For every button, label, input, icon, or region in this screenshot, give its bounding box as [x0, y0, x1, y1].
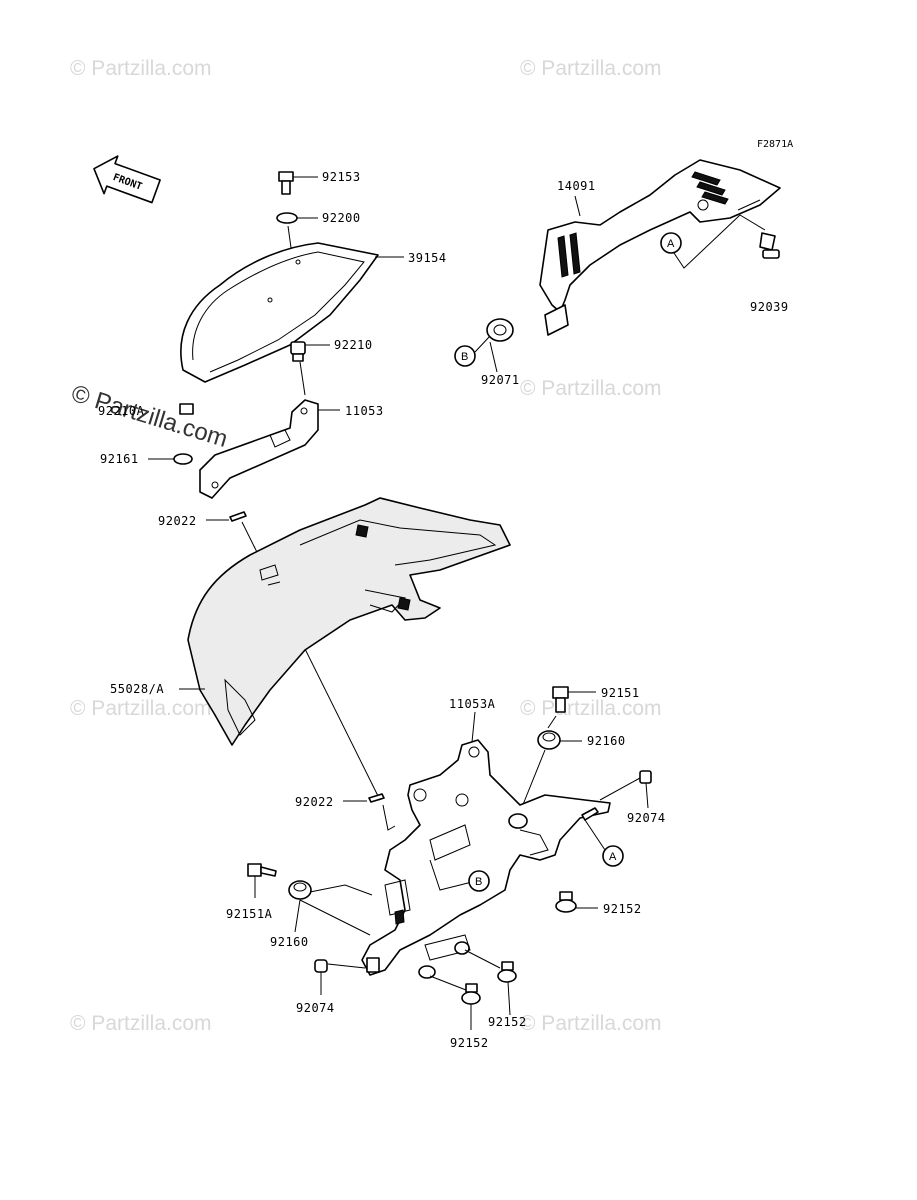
label-92160-low: 92160 [270, 935, 309, 949]
front-arrow-icon: FRONT [93, 155, 161, 204]
label-92210: 92210 [334, 338, 373, 352]
part-92152-bolt-mid [497, 961, 517, 983]
label-92152-right: 92152 [603, 902, 642, 916]
watermark-dark: © Partzilla.com [68, 380, 231, 453]
callout-a-top [660, 232, 682, 254]
callout-a-low-label: A [609, 851, 617, 863]
part-11053a-stay [361, 739, 611, 979]
part-92200-washer [276, 212, 298, 224]
label-92022-top: 92022 [158, 514, 197, 528]
label-92071: 92071 [481, 373, 520, 387]
watermark-mid-left: © Partzilla.com [70, 697, 212, 720]
label-92022-low: 92022 [295, 795, 334, 809]
part-92210-grommet [290, 341, 306, 362]
watermark-bottom-left: © Partzilla.com [70, 1012, 212, 1035]
figure-code: F2871A [757, 139, 793, 150]
watermark-top-left: © Partzilla.com [70, 57, 212, 80]
label-92151a: 92151A [226, 907, 273, 921]
part-92039-bolt [759, 232, 780, 259]
label-92151: 92151 [601, 686, 640, 700]
part-39154-windshield [180, 242, 379, 383]
part-92160-grommet-top [537, 730, 561, 750]
part-92074-nut-right [639, 770, 652, 784]
part-55028a-upper-cowl [187, 497, 511, 746]
part-92071-grommet [486, 318, 514, 342]
label-92074-low: 92074 [296, 1001, 335, 1015]
label-92161: 92161 [100, 452, 139, 466]
watermark-top-right: © Partzilla.com [520, 57, 662, 80]
callout-b-low [468, 870, 490, 892]
callout-a-top-label: A [667, 238, 675, 250]
part-92161-washer [173, 453, 193, 465]
label-92039: 92039 [750, 300, 789, 314]
watermark-mid-right-2: © Partzilla.com [520, 697, 662, 720]
label-92160-top: 92160 [587, 734, 626, 748]
part-14091-cover [539, 159, 781, 336]
part-92074-nut-low [314, 959, 328, 973]
part-92151-bolt-top [552, 686, 569, 713]
part-92210a-grommet [179, 403, 194, 415]
callout-b-top-label: B [461, 351, 468, 363]
label-92074-right: 92074 [627, 811, 666, 825]
label-14091: 14091 [557, 179, 596, 193]
label-92153: 92153 [322, 170, 361, 184]
label-92210a: 92210A [98, 404, 145, 418]
part-92151a-bolt [247, 863, 277, 877]
label-92152-mid: 92152 [488, 1015, 527, 1029]
part-92160-grommet-low [288, 880, 312, 900]
part-92152-bolt-right [555, 891, 577, 913]
part-92022-clip-top [229, 511, 247, 522]
part-11053-bracket [199, 399, 319, 499]
label-92152-low: 92152 [450, 1036, 489, 1050]
label-55028a: 55028/A [110, 682, 164, 696]
label-92200: 92200 [322, 211, 361, 225]
watermark-mid-right: © Partzilla.com [520, 377, 662, 400]
part-92022-clip-low [368, 793, 385, 803]
callout-b-top [454, 345, 476, 367]
label-11053: 11053 [345, 404, 384, 418]
callout-b-low-label: B [475, 876, 482, 888]
part-92153-bolt [278, 171, 294, 195]
label-11053a: 11053A [449, 697, 496, 711]
watermark-bottom-right: © Partzilla.com [520, 1012, 662, 1035]
callout-a-low [602, 845, 624, 867]
label-39154: 39154 [408, 251, 447, 265]
part-92152-bolt-low [461, 983, 481, 1005]
